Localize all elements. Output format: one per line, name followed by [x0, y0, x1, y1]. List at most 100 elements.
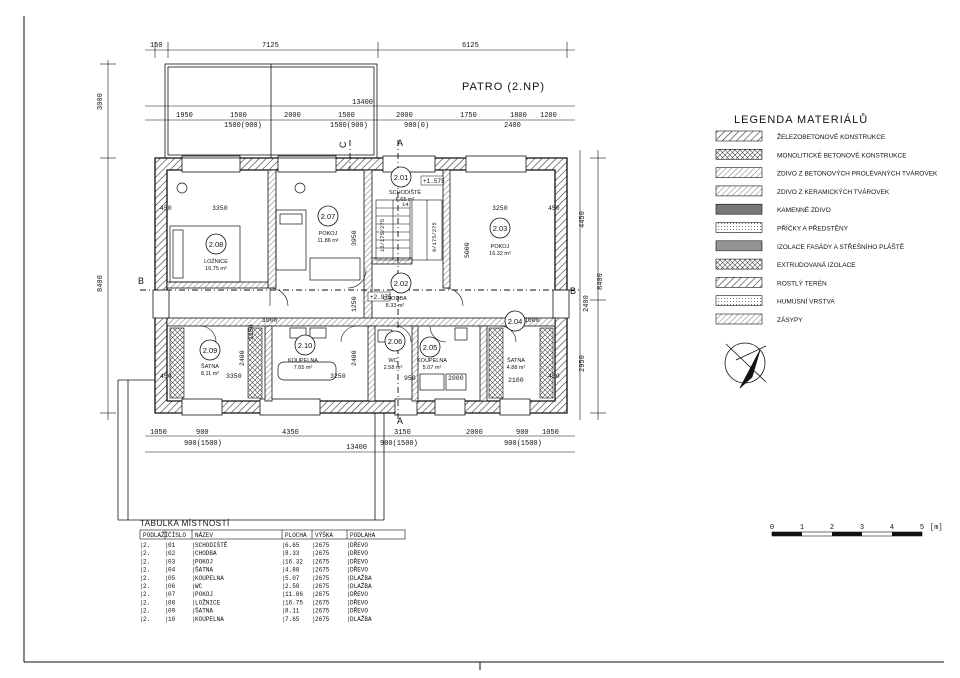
- inner-dim-7: 1250: [351, 296, 358, 312]
- room-number-circle: [390, 166, 412, 188]
- legend-swatch: [715, 258, 763, 270]
- table-cell: 2675: [315, 558, 330, 565]
- scale-tick: 5: [920, 524, 924, 532]
- table-cell: KOUPELNA: [195, 616, 224, 623]
- inner-dim-3: 5000: [464, 242, 471, 258]
- table-cell: 08: [168, 599, 176, 606]
- table-cell-separator: |: [282, 558, 286, 565]
- table-cell-separator: |: [347, 616, 351, 623]
- table-header-cell: VÝŠKA: [315, 532, 333, 539]
- room-name: KOUPELNA: [288, 358, 318, 364]
- dim-top2-g: 1800: [510, 112, 527, 120]
- room-area: 7.65 m²: [294, 365, 313, 371]
- table-cell-separator: |: [192, 567, 196, 574]
- section-label-c: C: [338, 141, 348, 148]
- table-cell-separator: |: [347, 575, 351, 582]
- level-1: +1.575: [423, 178, 445, 185]
- table-row: 2.|05|KOUPELNA|5.07|2675|DLAŽBA|: [140, 575, 372, 582]
- stair-annotations: 14 15/175/275 9/175/275: [379, 201, 438, 252]
- table-cell-separator: |: [192, 583, 196, 590]
- table-cell-separator: |: [282, 608, 286, 615]
- table-cell: SCHODIŠTĚ: [195, 542, 228, 549]
- table-cell: 09: [168, 608, 176, 615]
- table-cell-separator: |: [140, 616, 144, 623]
- legend-swatch: [715, 295, 763, 307]
- table-cell-separator: |: [165, 558, 169, 565]
- balcony: [164, 63, 378, 159]
- legend-swatch: [715, 149, 763, 160]
- table-cell: DŘEVO: [350, 567, 368, 574]
- table-cell-separator: |: [192, 591, 196, 598]
- table-cell-separator: |: [140, 583, 144, 590]
- table-header-cell: PLOCHA: [285, 532, 307, 539]
- table-header-cell: ČÍSLO: [168, 532, 186, 539]
- table-cell: DLAŽBA: [350, 583, 372, 590]
- table-cell: 5.07: [285, 575, 300, 582]
- table-cell: CHODBA: [195, 550, 217, 557]
- table-cell: DŘEVO: [350, 591, 368, 598]
- dim-bot-c: 4350: [282, 429, 299, 437]
- room-number: 2.09: [203, 346, 218, 355]
- inner-dim-15: 450: [548, 205, 560, 212]
- table-cell: 2675: [315, 542, 330, 549]
- room-number-circle: [489, 217, 511, 239]
- table-cell: 04: [168, 567, 176, 574]
- table-cell-separator: |: [312, 608, 316, 615]
- table-cell-separator: |: [192, 542, 196, 549]
- room-number-circle: [317, 205, 339, 227]
- legend-item: ZÁSYPY: [715, 313, 803, 325]
- table-row: 2.|08|LOŽNICE|16.75|2675|DŘEVO|: [140, 599, 368, 606]
- table-header-frame: [139, 529, 406, 540]
- section-label-a-top: A: [397, 138, 403, 148]
- furniture: [169, 182, 468, 391]
- table-row: 2.|03|POKOJ|16.32|2675|DŘEVO|: [140, 558, 368, 565]
- table-cell-separator: |: [140, 550, 144, 557]
- table-cell: 2.: [143, 558, 150, 565]
- scale-tick: 1: [800, 524, 804, 532]
- table-cell: DŘEVO: [350, 550, 368, 557]
- room-name: CHODBA: [383, 296, 407, 302]
- room-area: 11.86 m²: [317, 238, 338, 244]
- room-number-circle: [419, 336, 441, 358]
- room-number: 2.06: [388, 337, 403, 346]
- dim-top1-b: 7125: [262, 42, 279, 50]
- table-cell: 2675: [315, 567, 330, 574]
- scale-tick: 3: [860, 524, 864, 532]
- room-number-circle: [199, 339, 221, 361]
- interior-walls: [166, 169, 556, 402]
- table-cell: WC: [195, 583, 203, 590]
- legend-label: EXTRUDOVANÁ IZOLACE: [777, 260, 856, 269]
- inner-dim-6: 3250: [330, 373, 346, 380]
- room-area: 16.32 m²: [489, 251, 511, 257]
- dim-right-d: 2950: [579, 355, 587, 372]
- legend-swatch: [715, 240, 763, 252]
- table-cell: 05: [168, 575, 176, 582]
- table-cell: DŘEVO: [350, 542, 368, 549]
- table-cell-separator: |: [165, 591, 169, 598]
- section-labels: B B A A C: [138, 138, 576, 426]
- dim-top1-c: 6125: [462, 42, 479, 50]
- table-cell-separator: |: [312, 616, 316, 623]
- doors: [199, 269, 517, 343]
- dimension-labels: 150 7125 6125 1950 1500 2000 1500 2000 1…: [97, 42, 605, 452]
- table-cell: 16.75: [285, 599, 303, 606]
- inner-dim-10: 2400: [351, 350, 358, 366]
- room-name: POKOJ: [491, 244, 510, 250]
- table-header-cell: PODLAHA: [350, 532, 376, 539]
- stair-spec-2: 9/175/275: [431, 222, 438, 252]
- section-label-b-left: B: [138, 276, 144, 286]
- scale-unit: [m]: [930, 524, 943, 532]
- table-cell: 2.: [143, 583, 150, 590]
- room-number-circle: [390, 272, 412, 294]
- floor-plan: [100, 42, 606, 521]
- room-number-circle: [384, 330, 406, 352]
- dim-top1-a: 150: [150, 42, 163, 50]
- table-row: 2.|04|ŠATNA|4.88|2675|DŘEVO|: [140, 567, 368, 574]
- dim-top2-h: 1200: [540, 112, 557, 120]
- table-cell-separator: |: [347, 608, 351, 615]
